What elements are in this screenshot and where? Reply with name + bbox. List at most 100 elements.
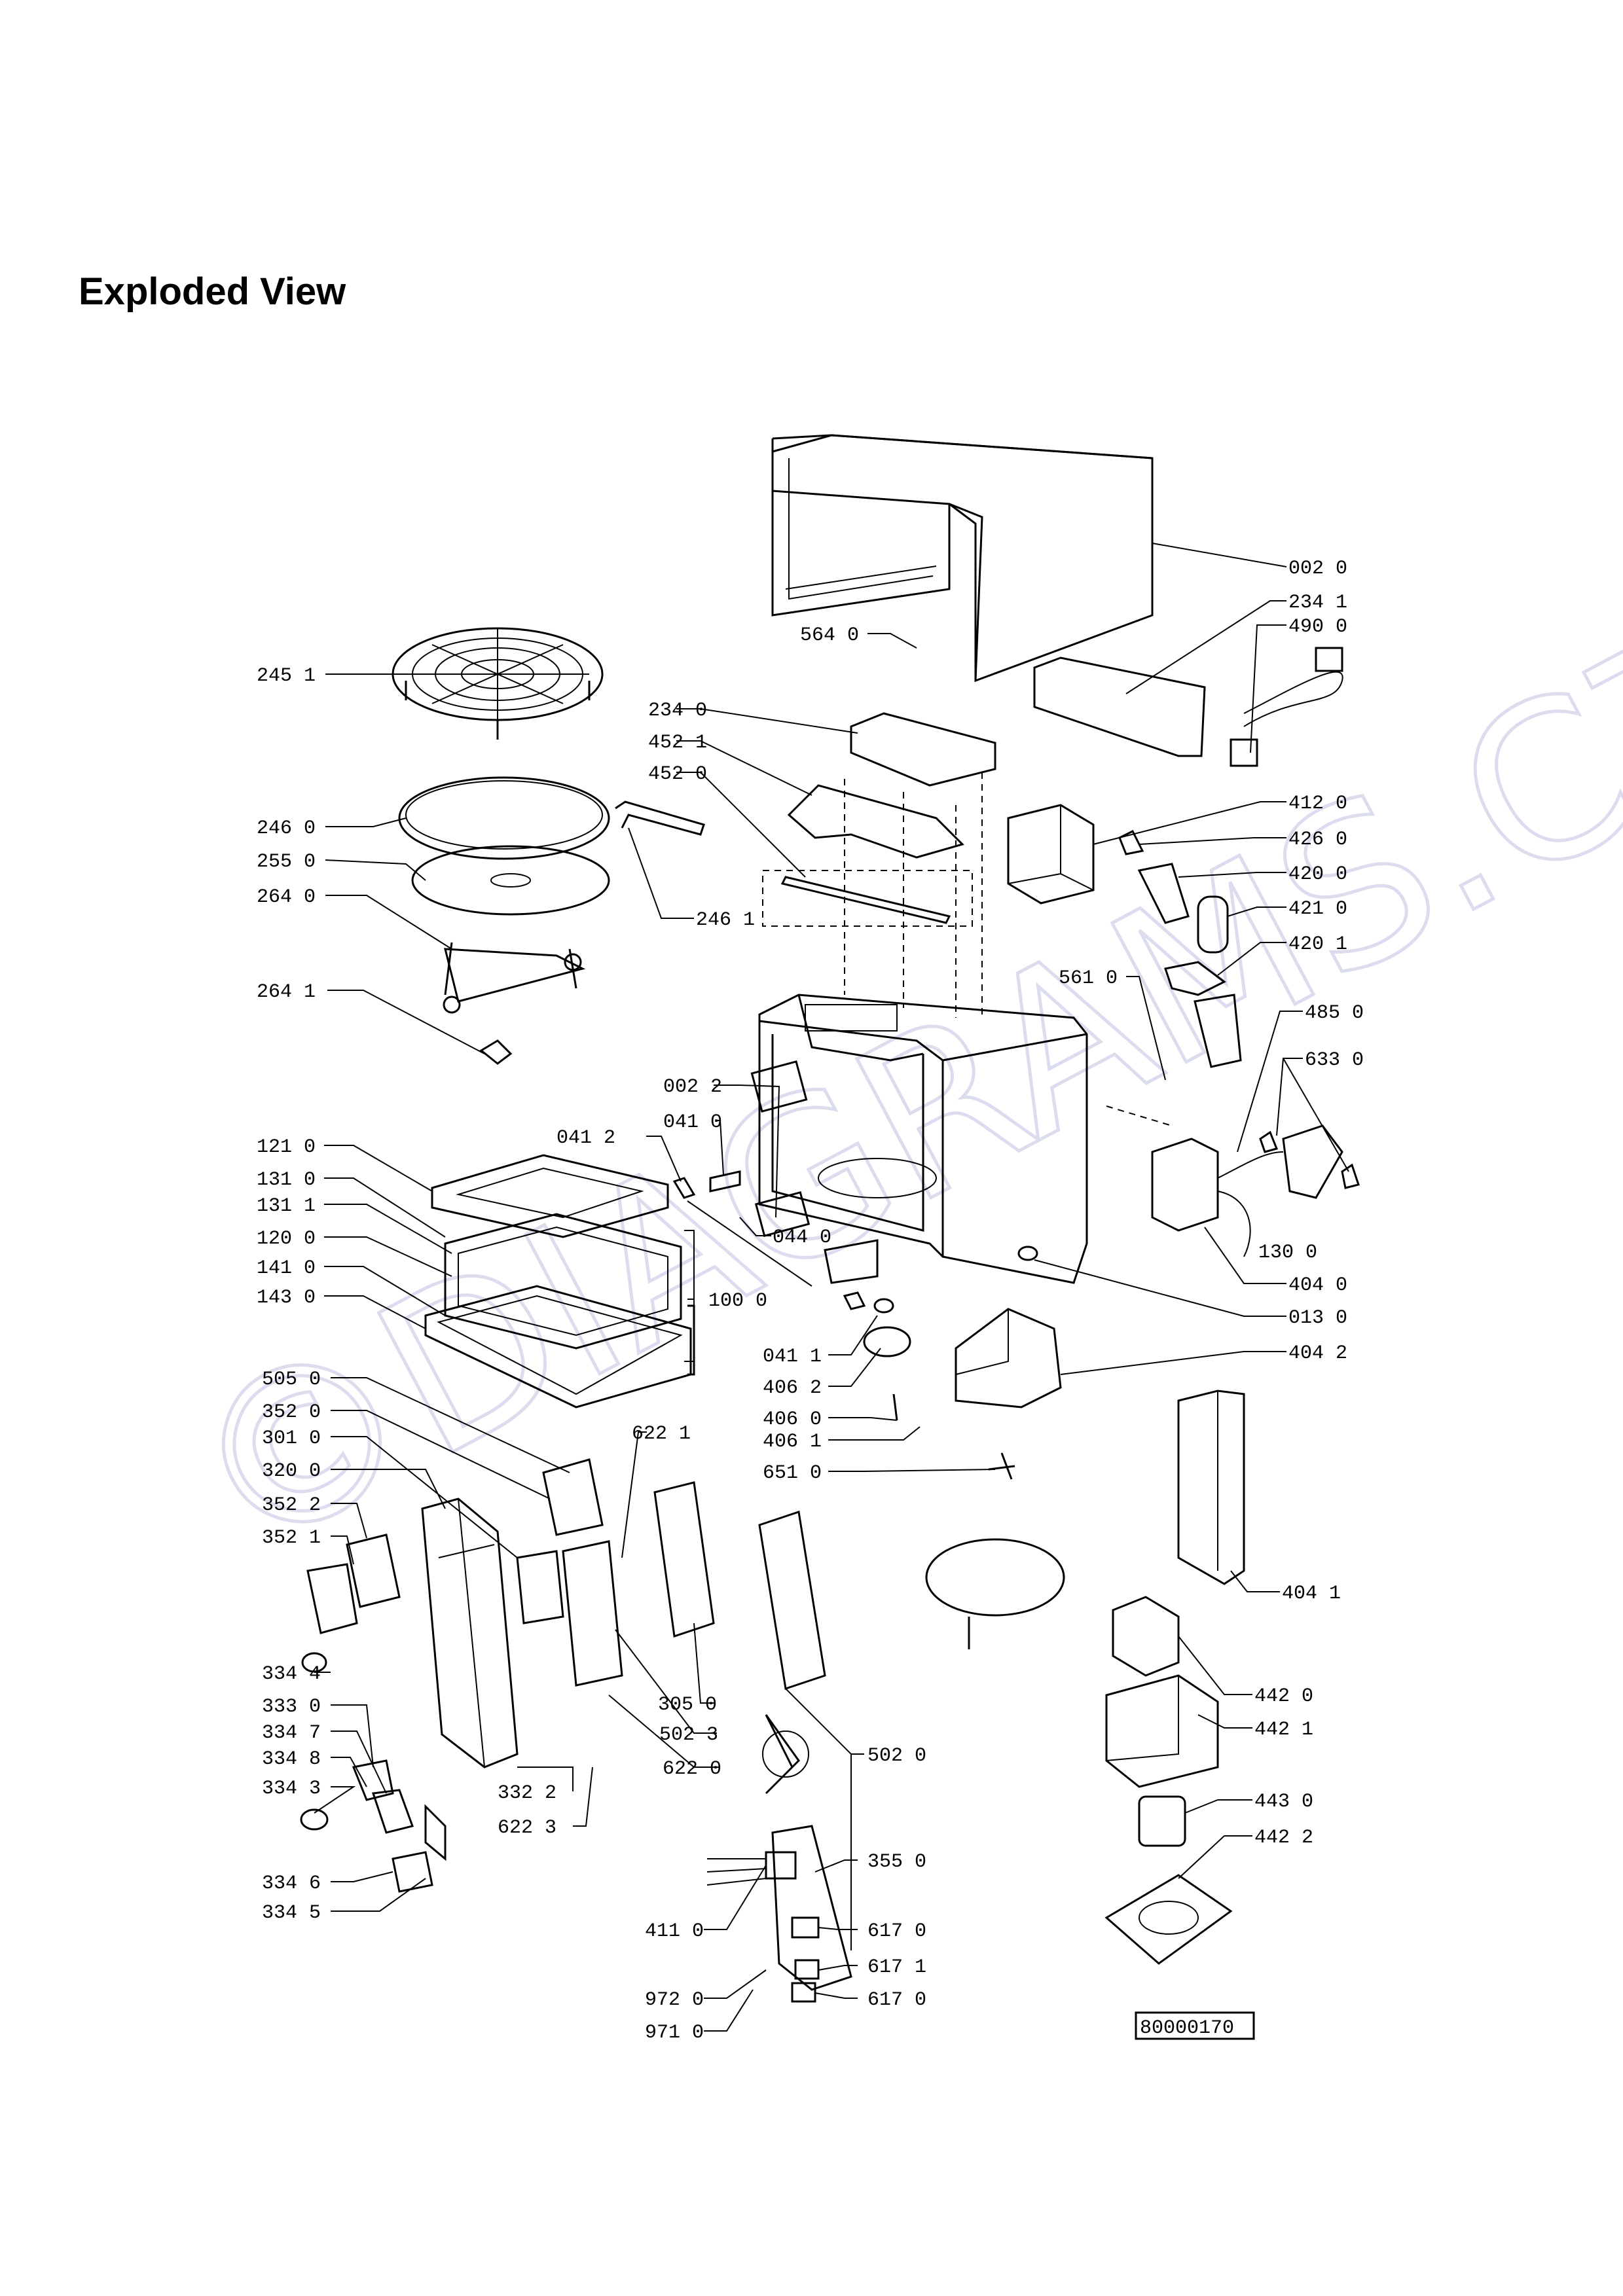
part-roller-ring bbox=[443, 942, 586, 1014]
callout-3200: 320 0 bbox=[262, 1460, 321, 1482]
callout-3346: 334 6 bbox=[262, 1873, 321, 1895]
callout-2461: 246 1 bbox=[696, 909, 755, 931]
callout-4201: 420 1 bbox=[1288, 933, 1347, 956]
callout-4421: 442 1 bbox=[1254, 1719, 1313, 1741]
callout-4120: 412 0 bbox=[1288, 793, 1347, 815]
callout-1311: 131 1 bbox=[257, 1195, 316, 1217]
callout-6170b: 617 0 bbox=[867, 1989, 926, 2011]
callout-3522: 352 2 bbox=[262, 1494, 321, 1516]
part-stirrer-group bbox=[863, 1246, 1038, 1480]
callout-5020: 502 0 bbox=[867, 1745, 926, 1767]
callout-3550: 355 0 bbox=[867, 1851, 926, 1873]
callout-0412: 041 2 bbox=[556, 1127, 615, 1149]
callout-3348: 334 8 bbox=[262, 1748, 321, 1770]
callout-3322: 332 2 bbox=[498, 1782, 556, 1804]
callout-3010: 301 0 bbox=[262, 1427, 321, 1450]
callout-9710: 971 0 bbox=[645, 2022, 704, 2044]
callout-0020: 002 0 bbox=[1288, 558, 1347, 580]
callout-2341: 234 1 bbox=[1288, 592, 1347, 614]
callout-2340: 234 0 bbox=[648, 700, 707, 722]
part-air-ducts bbox=[955, 1308, 1245, 1585]
callout-2550: 255 0 bbox=[257, 851, 316, 873]
callout-4430: 443 0 bbox=[1254, 1791, 1313, 1813]
callout-2460: 246 0 bbox=[257, 817, 316, 840]
part-turntable bbox=[398, 776, 610, 916]
diagram-code-box: 80000170 bbox=[1135, 2011, 1255, 2040]
callout-3330: 333 0 bbox=[262, 1696, 321, 1718]
callout-2641: 264 1 bbox=[257, 981, 316, 1003]
part-side-vent bbox=[1033, 656, 1206, 757]
part-hv-group bbox=[1151, 994, 1360, 1257]
part-knob-group bbox=[300, 1652, 447, 1893]
part-control-panel bbox=[306, 1458, 826, 1795]
callout-4900: 490 0 bbox=[1288, 616, 1347, 638]
callout-4420: 442 0 bbox=[1254, 1685, 1313, 1708]
callout-5050: 505 0 bbox=[262, 1369, 321, 1391]
callout-2451: 245 1 bbox=[257, 665, 316, 687]
callout-2640: 264 0 bbox=[257, 886, 316, 908]
callout-4200: 420 0 bbox=[1288, 863, 1347, 886]
callout-4422: 442 2 bbox=[1254, 1827, 1313, 1849]
callout-4521: 452 1 bbox=[648, 732, 707, 754]
part-transformer bbox=[1007, 804, 1095, 905]
part-coupler bbox=[479, 1039, 513, 1065]
callout-4041: 404 1 bbox=[1282, 1583, 1341, 1605]
callout-4062: 406 2 bbox=[763, 1377, 822, 1399]
callout-6510: 651 0 bbox=[763, 1462, 822, 1484]
callout-3050: 305 0 bbox=[658, 1694, 717, 1716]
callout-6171: 617 1 bbox=[867, 1956, 926, 1979]
callout-4061: 406 1 bbox=[763, 1431, 822, 1453]
callout-4260: 426 0 bbox=[1288, 829, 1347, 851]
watermark: ©DIAGRAMS.CZ bbox=[147, 569, 1623, 1609]
callout-0130: 013 0 bbox=[1288, 1307, 1347, 1329]
callout-0411: 041 1 bbox=[763, 1346, 822, 1368]
part-outer-cabinet bbox=[771, 434, 1154, 683]
callout-4110: 411 0 bbox=[645, 1920, 704, 1943]
diagram-code: 80000170 bbox=[1140, 2017, 1234, 2039]
callout-4850: 485 0 bbox=[1305, 1002, 1364, 1024]
part-bracket bbox=[615, 800, 705, 836]
part-lamp-covers bbox=[762, 712, 996, 927]
callout-0410: 041 0 bbox=[663, 1111, 722, 1134]
part-power-cord bbox=[1230, 647, 1343, 767]
callout-5640: 564 0 bbox=[800, 624, 859, 647]
door-group-bracket bbox=[684, 1230, 695, 1362]
callout-6330: 633 0 bbox=[1305, 1049, 1364, 1071]
callout-4042: 404 2 bbox=[1288, 1342, 1347, 1365]
part-fan-group bbox=[1104, 1596, 1233, 1965]
page-title: Exploded View bbox=[79, 270, 346, 313]
part-door-assembly bbox=[424, 1154, 695, 1408]
callout-0440: 044 0 bbox=[773, 1227, 831, 1249]
part-oven-cavity bbox=[758, 772, 1173, 1284]
callout-4210: 421 0 bbox=[1288, 898, 1347, 920]
callout-labels: 002 0 234 1 490 0 564 0 245 1 234 0 452 … bbox=[257, 558, 1364, 2044]
callout-3521: 352 1 bbox=[262, 1527, 321, 1549]
callout-1430: 143 0 bbox=[257, 1287, 316, 1309]
callout-6220: 622 0 bbox=[663, 1758, 721, 1780]
callout-4520: 452 0 bbox=[648, 763, 707, 785]
callout-6221: 622 1 bbox=[632, 1423, 691, 1445]
callout-3343: 334 3 bbox=[262, 1778, 321, 1800]
part-power-board bbox=[706, 1825, 852, 2003]
callout-1410: 141 0 bbox=[257, 1257, 316, 1280]
callout-6223: 622 3 bbox=[498, 1817, 556, 1839]
part-grill-rack bbox=[392, 627, 604, 740]
callout-5023: 502 3 bbox=[659, 1724, 718, 1746]
callout-3345: 334 5 bbox=[262, 1902, 321, 1924]
leader-lines bbox=[314, 543, 1349, 2032]
part-latch-group bbox=[672, 1060, 879, 1310]
callout-1200: 120 0 bbox=[257, 1228, 316, 1250]
callout-3347: 334 7 bbox=[262, 1722, 321, 1744]
callout-9720: 972 0 bbox=[645, 1989, 704, 2011]
callout-3520: 352 0 bbox=[262, 1401, 321, 1424]
callout-0022: 002 2 bbox=[663, 1076, 722, 1098]
callout-5610: 561 0 bbox=[1059, 967, 1118, 990]
callout-1310: 131 0 bbox=[257, 1169, 316, 1191]
callout-4060: 406 0 bbox=[763, 1408, 822, 1431]
callout-1000: 100 0 bbox=[708, 1290, 767, 1312]
watermark-text: ©DIAGRAMS.CZ bbox=[149, 571, 1623, 1608]
callout-1300: 130 0 bbox=[1258, 1242, 1317, 1264]
part-capacitor-group bbox=[1118, 829, 1229, 996]
callout-1210: 121 0 bbox=[257, 1136, 316, 1158]
